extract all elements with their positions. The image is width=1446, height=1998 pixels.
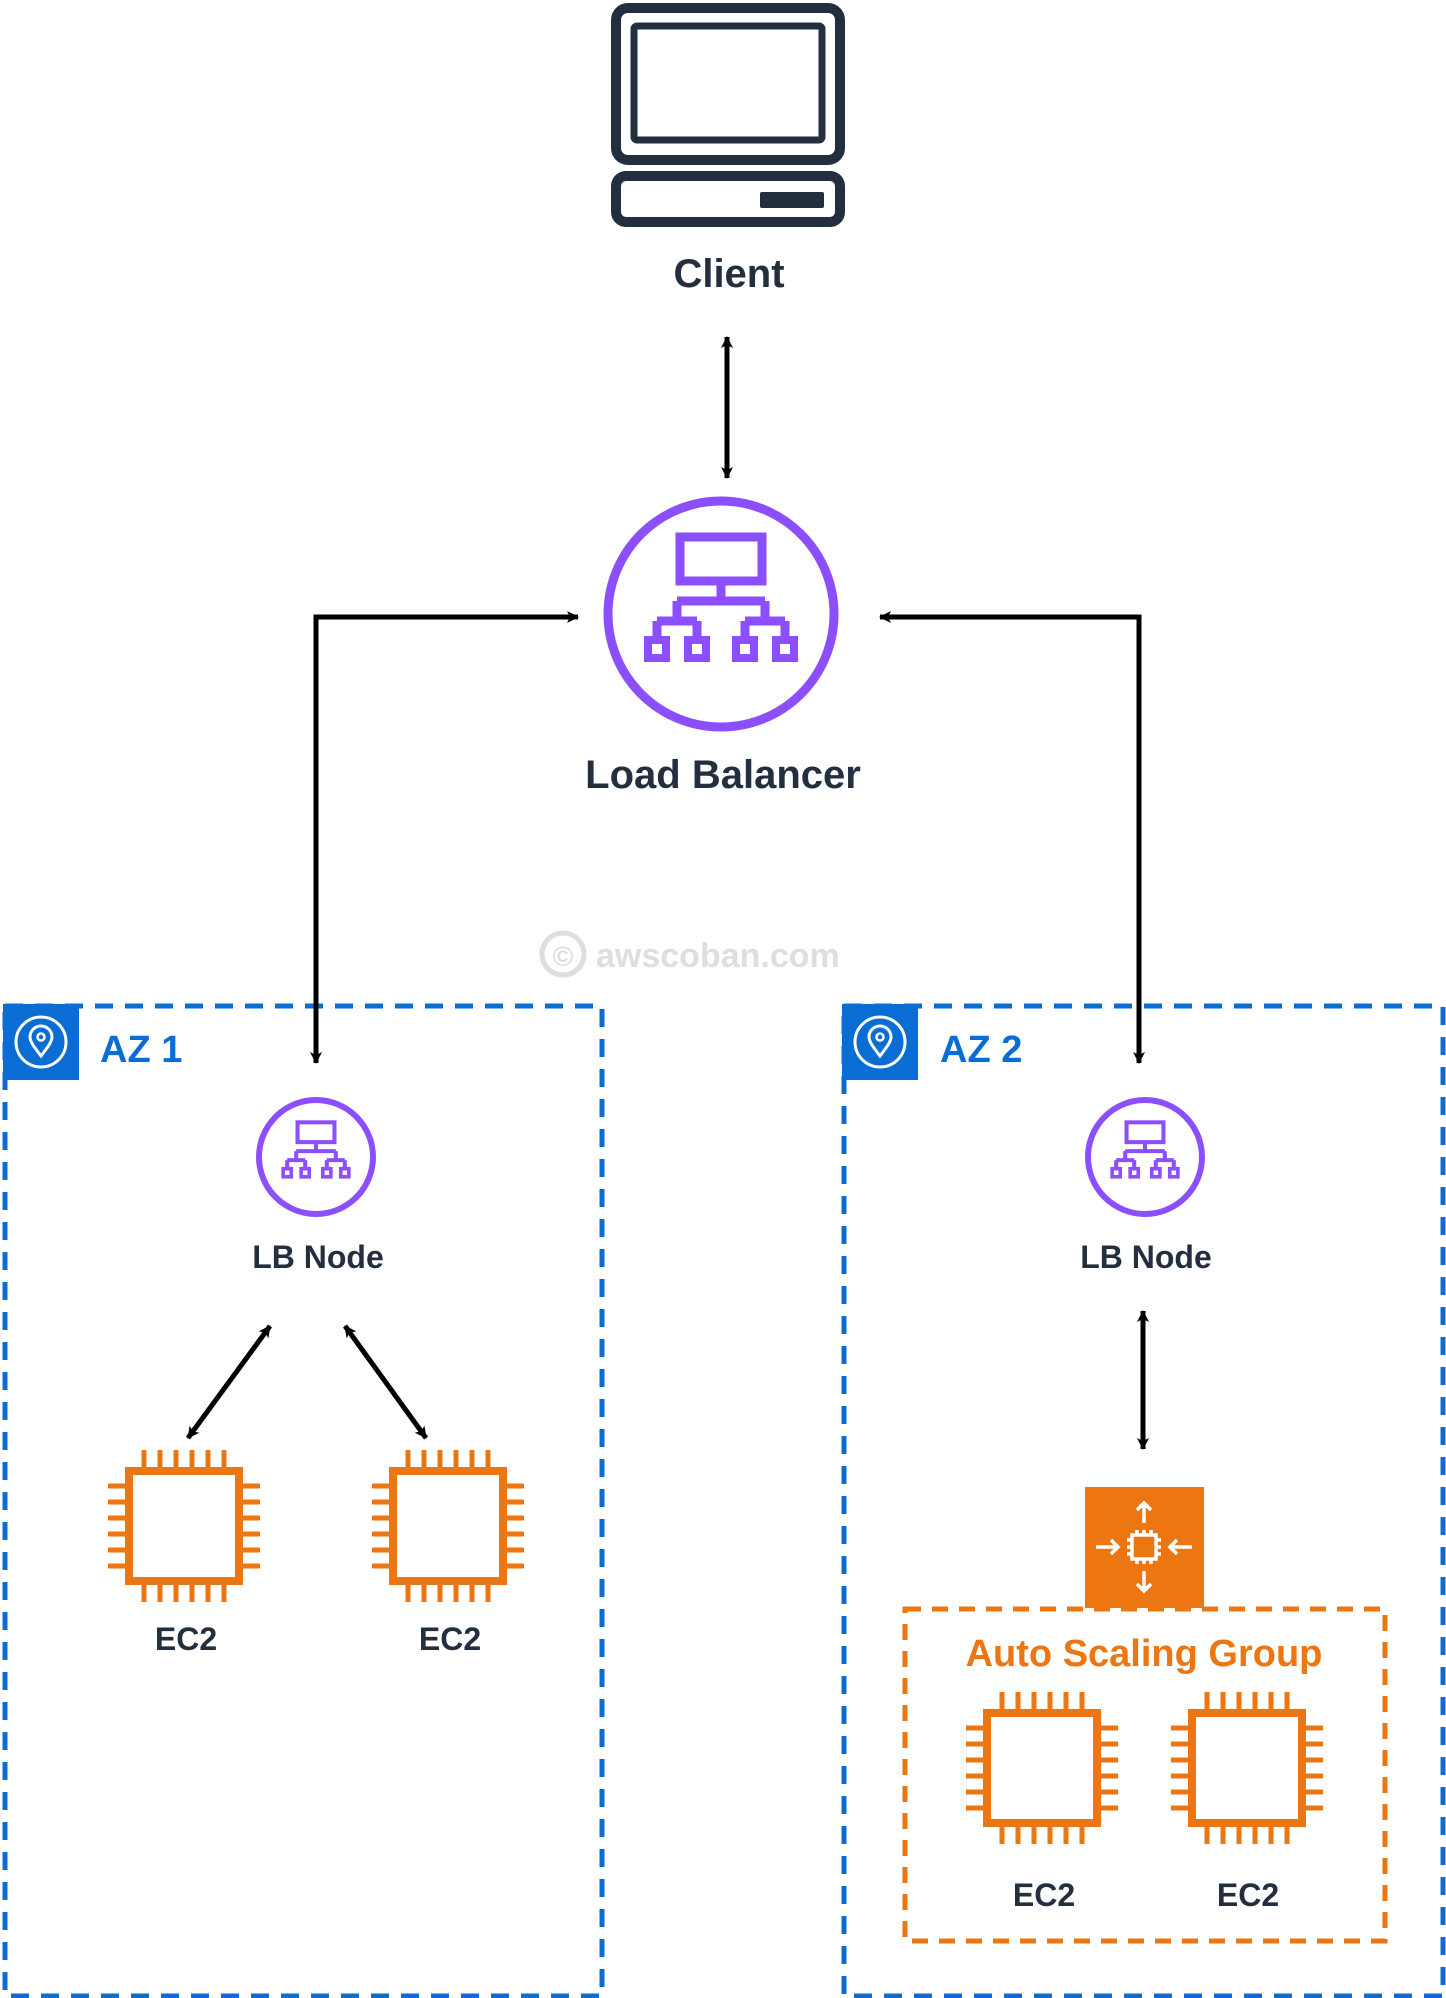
location-pin-icon bbox=[842, 1004, 918, 1080]
auto-scaling-group-title: Auto Scaling Group bbox=[965, 1633, 1323, 1675]
copyright-symbol: © bbox=[553, 941, 574, 972]
ec2-label: EC2 bbox=[1012, 1877, 1076, 1913]
watermark-text: awscoban.com bbox=[596, 937, 840, 975]
watermark: © awscoban.com bbox=[539, 930, 840, 978]
desktop-computer-icon bbox=[611, 3, 845, 227]
ec2-instance-icon bbox=[372, 1450, 524, 1602]
load-balancer-label: Load Balancer bbox=[585, 753, 861, 797]
lb-node-az2-icon bbox=[1085, 1097, 1205, 1217]
arrow-lbnode-ec2-left bbox=[185, 1324, 273, 1440]
az1-title: AZ 1 bbox=[100, 1029, 183, 1071]
lb-node-az1-label: LB Node bbox=[252, 1239, 384, 1275]
ec2-label: EC2 bbox=[154, 1621, 218, 1657]
ec2-label: EC2 bbox=[418, 1621, 482, 1657]
load-balancer-icon bbox=[603, 496, 839, 732]
arrow-loadbalancer-lbnode-az1 bbox=[310, 611, 579, 1064]
lb-node-az1-icon bbox=[256, 1097, 376, 1217]
client-label: Client bbox=[673, 252, 785, 296]
ec2-instance-icon bbox=[1171, 1692, 1323, 1844]
lb-node-az2-label: LB Node bbox=[1080, 1239, 1212, 1275]
location-pin-icon bbox=[3, 1004, 79, 1080]
ec2-instance-icon bbox=[108, 1450, 260, 1602]
ec2-instance-icon bbox=[966, 1692, 1118, 1844]
ec2-label: EC2 bbox=[1216, 1877, 1280, 1913]
connectors bbox=[185, 336, 1149, 1450]
arrow-loadbalancer-lbnode-az2 bbox=[879, 611, 1145, 1064]
arrow-lbnode-ec2-right bbox=[342, 1324, 429, 1440]
auto-scaling-group-box bbox=[902, 1606, 1388, 1944]
availability-zone-1 bbox=[2, 1003, 605, 1998]
az2-title: AZ 2 bbox=[940, 1029, 1023, 1071]
auto-scaling-icon bbox=[1085, 1487, 1204, 1608]
